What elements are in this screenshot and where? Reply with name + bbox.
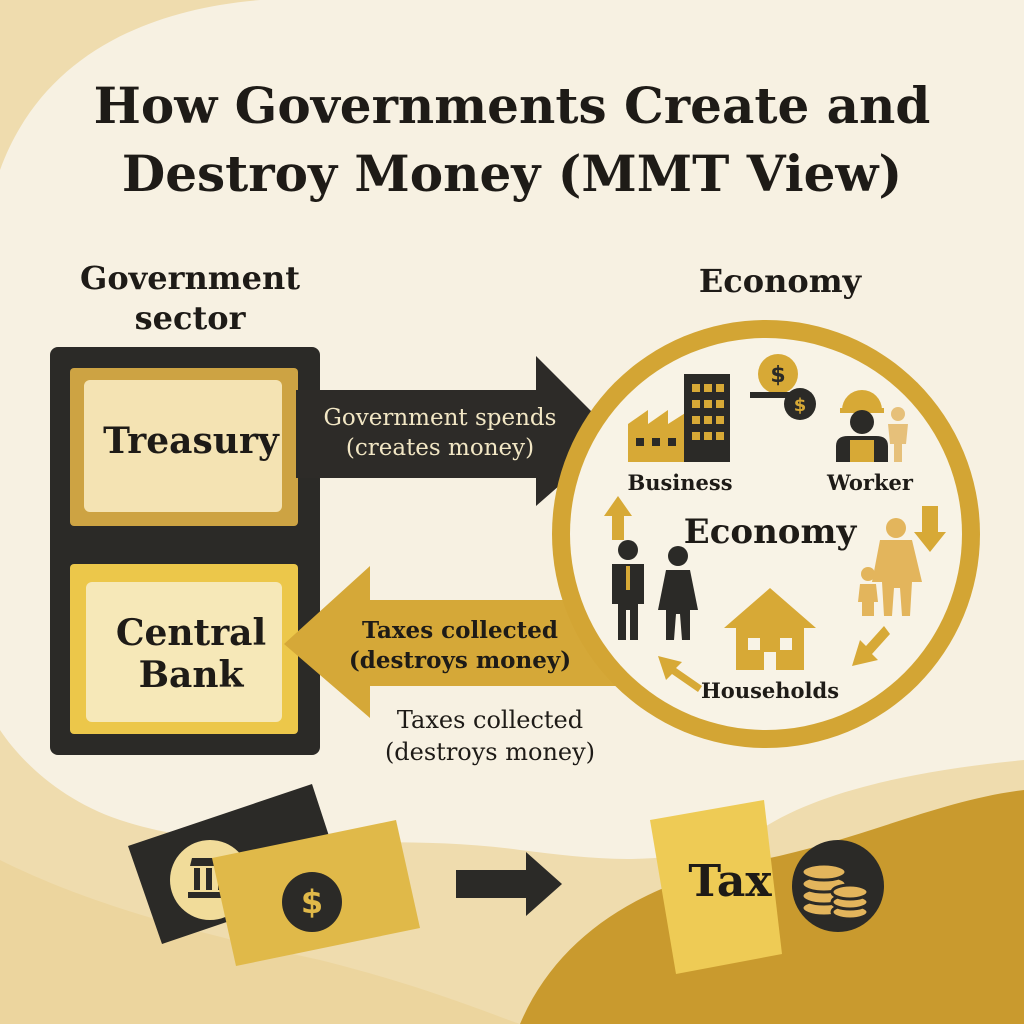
government-heading: Government sector (79, 259, 300, 337)
couple-icon (612, 540, 698, 640)
treasury-card (84, 380, 282, 512)
households-label: Households (700, 678, 840, 703)
business-label: Business (627, 470, 733, 495)
coins (800, 862, 870, 921)
factory-icon (628, 410, 690, 462)
economy-heading: Economy (698, 262, 862, 300)
bottom-arrow (456, 852, 562, 916)
central-bank-label: Central Bank (115, 612, 267, 696)
tax-caption: Taxes collected (destroys money) (384, 706, 596, 766)
family-icon (858, 518, 922, 616)
house-icon (724, 588, 816, 670)
office-building-icon (684, 374, 730, 462)
cycle-arrow-icon (604, 496, 946, 692)
light-paper-shape (0, 860, 520, 1024)
tax-document (650, 800, 782, 974)
worker-icon (836, 390, 908, 462)
worker-label: Worker (827, 470, 913, 495)
spend-arrow (296, 356, 616, 506)
page-title: How Governments Create and Destroy Money… (93, 76, 931, 203)
treasury-label: Treasury (103, 420, 279, 462)
tax-label: Tax (688, 856, 772, 907)
economy-center-label: Economy (683, 512, 857, 552)
dollar-coin-icon: $ $ (750, 354, 816, 420)
central-bank-card (86, 582, 282, 722)
svg-text:$: $ (301, 883, 323, 921)
svg-text:$: $ (770, 363, 785, 388)
svg-text:$: $ (794, 395, 807, 416)
money-bills-icon: $ (128, 784, 420, 966)
tax-arrow-label: Taxes collected (destroys money) (348, 617, 572, 674)
spend-arrow-label: Government spends (creates money) (323, 405, 557, 461)
